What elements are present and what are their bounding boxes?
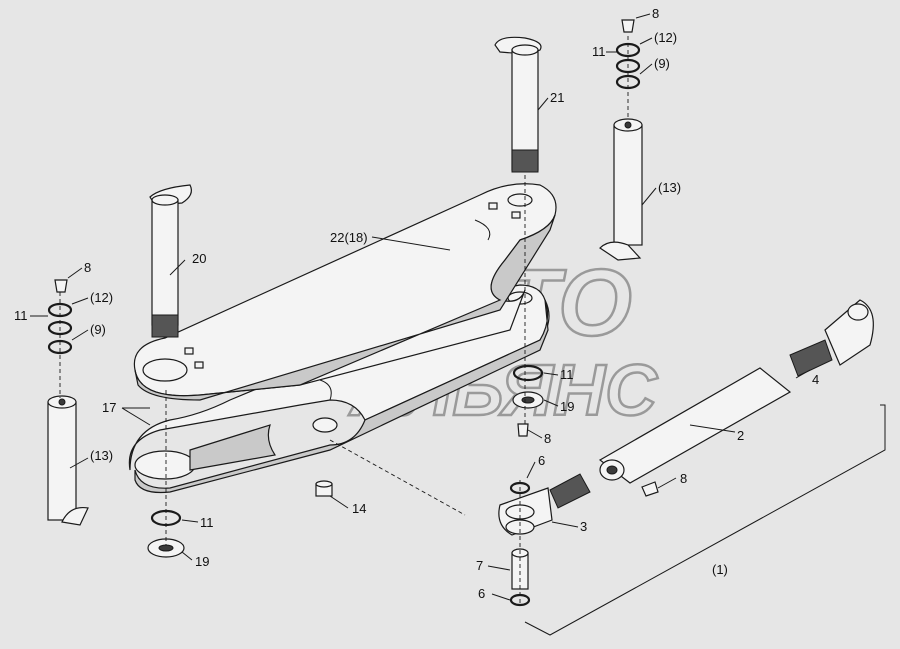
callout-11-mid: 11 bbox=[560, 367, 574, 382]
callout-1: (1) bbox=[712, 562, 728, 577]
callout-19-bottom: 19 bbox=[195, 554, 209, 569]
pin-13-left bbox=[47, 395, 89, 526]
leader-lines bbox=[30, 13, 811, 601]
callout-11-bottom: 11 bbox=[200, 515, 214, 530]
callout-4: 4 bbox=[812, 372, 819, 387]
pin-21 bbox=[494, 36, 542, 173]
pin-13-right bbox=[599, 118, 643, 261]
callout-13-right: (13) bbox=[658, 180, 681, 195]
callout-22-18: 22(18) bbox=[330, 230, 368, 245]
callout-20: 20 bbox=[192, 251, 206, 266]
callout-9-left: (9) bbox=[90, 322, 106, 337]
pin-20 bbox=[149, 184, 192, 338]
callout-9-top: (9) bbox=[654, 56, 670, 71]
callout-7: 7 bbox=[476, 558, 483, 573]
callout-6-top: 6 bbox=[538, 453, 545, 468]
callout-11-top: 11 bbox=[592, 44, 606, 59]
callout-8-mid: 8 bbox=[544, 431, 551, 446]
callout-2: 2 bbox=[737, 428, 744, 443]
callout-11-left: 11 bbox=[14, 308, 28, 323]
callout-14: 14 bbox=[352, 501, 366, 516]
callout-8-left: 8 bbox=[84, 260, 91, 275]
assembly-bracket bbox=[524, 404, 886, 636]
center-lines bbox=[59, 36, 629, 605]
upper-arm bbox=[133, 183, 557, 401]
callout-labels: 8 11 (12) (9) 21 (13) 22(18) 20 8 11 (12… bbox=[14, 6, 819, 601]
callout-8-top: 8 bbox=[652, 6, 659, 21]
callout-21: 21 bbox=[550, 90, 564, 105]
callout-13-left: (13) bbox=[90, 448, 113, 463]
callout-3: 3 bbox=[580, 519, 587, 534]
pin-7 bbox=[511, 548, 529, 590]
callout-19-mid: 19 bbox=[560, 399, 574, 414]
callout-8-right: 8 bbox=[680, 471, 687, 486]
callout-6-bottom: 6 bbox=[478, 586, 485, 601]
callout-17: 17 bbox=[102, 400, 116, 415]
grease-fittings bbox=[54, 19, 659, 497]
callout-12-top: (12) bbox=[654, 30, 677, 45]
bushing-14 bbox=[315, 480, 333, 497]
callout-12-left: (12) bbox=[90, 290, 113, 305]
